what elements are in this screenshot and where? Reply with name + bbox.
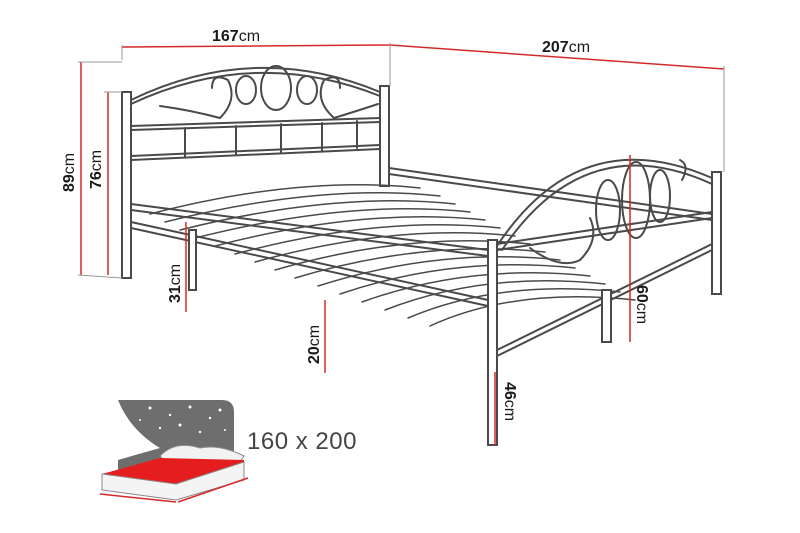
mattress-size-label: 160 x 200 [247,428,357,455]
footboard-height-label: 60cm [633,285,650,325]
foot-post-height-label: 46cm [501,382,518,422]
post-height-label: 76cm [88,149,105,189]
length-label: 207cm [542,39,591,56]
width-label: 167cm [212,28,261,45]
clearance-label: 20cm [306,324,323,364]
bed-frame-drawing [121,65,722,446]
width-dimension-line [121,44,391,48]
bed-mattress-night-icon [99,400,249,503]
length-dimension-line [389,44,725,70]
rail-height-label: 31cm [167,263,184,303]
total-height-label: 89cm [61,152,78,192]
dimension-lines [77,43,725,445]
